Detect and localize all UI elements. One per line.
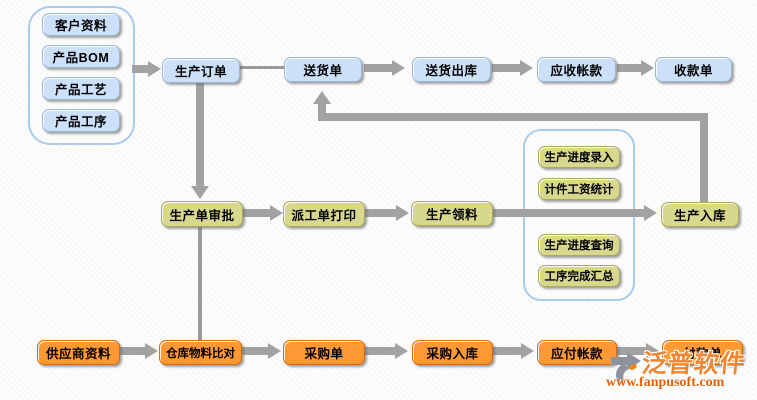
node-production-order: 生产订单: [162, 58, 240, 83]
arrowhead-dispatch-to-picking: [396, 205, 409, 221]
connector-order-to-deliverynote: [239, 66, 284, 69]
node-piecework-stats: 计件工资统计: [538, 178, 620, 200]
watermark: 泛普软件 www.fanpusoft.com: [598, 344, 757, 396]
node-order-approval: 生产单审批: [161, 201, 243, 227]
node-progress-entry: 生产进度录入: [538, 146, 620, 168]
connector-approval-to-warehousecompare: [198, 226, 202, 340]
node-production-inbound: 生产入库: [661, 202, 739, 227]
node-material-picking: 生产领料: [411, 201, 493, 226]
node-supplier-data: 供应商资料: [37, 340, 120, 365]
connector-receivable-to-receipt: [617, 64, 641, 72]
arrowhead-outbound-to-receivable: [520, 60, 533, 76]
arrowhead-purchaseorder-to-inbound: [395, 343, 408, 359]
arrowhead-compare-to-purchaseorder: [268, 343, 281, 359]
node-product-process: 产品工序: [42, 109, 120, 132]
node-receivable: 应收帐款: [537, 57, 616, 82]
connector-approval-to-dispatch: [243, 209, 270, 217]
connector-purchaseorder-to-inbound: [364, 347, 395, 355]
node-dispatch-print: 派工单打印: [283, 201, 365, 227]
connector-deliverynote-to-outbound: [364, 64, 392, 72]
connector-inbound-loop-vertical: [700, 113, 708, 203]
node-payable: 应付帐款: [537, 340, 617, 365]
arrowhead-loop-to-deliverynote: [313, 91, 331, 104]
arrowhead-receivable-to-receipt: [641, 60, 654, 76]
node-product-bom: 产品BOM: [42, 45, 120, 68]
connector-basicdata-to-order: [132, 65, 148, 73]
arrowhead-purchaseinbound-to-payable: [521, 343, 534, 359]
node-receipt: 收款单: [655, 57, 732, 82]
node-purchase-order: 采购单: [283, 340, 365, 365]
node-product-craft: 产品工艺: [42, 77, 120, 100]
arrowhead-basicdata-to-order: [148, 61, 161, 77]
arrowhead-deliverynote-to-outbound: [392, 60, 405, 76]
fanpu-logo-icon: [608, 350, 646, 389]
arrowhead-supplier-to-compare: [145, 343, 158, 359]
node-delivery-note: 送货单: [284, 57, 362, 82]
node-delivery-outbound: 送货出库: [412, 57, 491, 82]
connector-supplier-to-compare: [119, 347, 145, 355]
node-purchase-inbound: 采购入库: [412, 340, 493, 365]
arrowhead-payable-to-payment: [646, 343, 659, 359]
connector-inbound-loop-horizontal: [318, 113, 708, 121]
node-warehouse-compare: 仓库物料比对: [159, 340, 242, 365]
arrowhead-approval-to-dispatch: [270, 205, 283, 221]
node-process-summary: 工序完成汇总: [538, 265, 620, 287]
arrowhead-picking-to-inbound: [644, 205, 657, 221]
connector-compare-to-purchaseorder: [241, 347, 268, 355]
connector-payable-to-payment: [616, 347, 646, 355]
node-customer-data: 客户资料: [42, 13, 120, 36]
node-payment: 付款单: [662, 340, 743, 365]
connector-outbound-to-receivable: [492, 64, 520, 72]
arrowhead-order-to-approval: [191, 186, 209, 199]
connector-order-to-approval: [196, 80, 204, 186]
connector-purchaseinbound-to-payable: [492, 347, 521, 355]
connector-dispatch-to-picking: [365, 209, 396, 217]
connector-inbound-loop-stub: [318, 104, 326, 114]
connector-picking-to-inbound: [493, 209, 644, 217]
watermark-url: www.fanpusoft.com: [606, 375, 725, 390]
node-progress-query: 生产进度查询: [538, 234, 620, 256]
